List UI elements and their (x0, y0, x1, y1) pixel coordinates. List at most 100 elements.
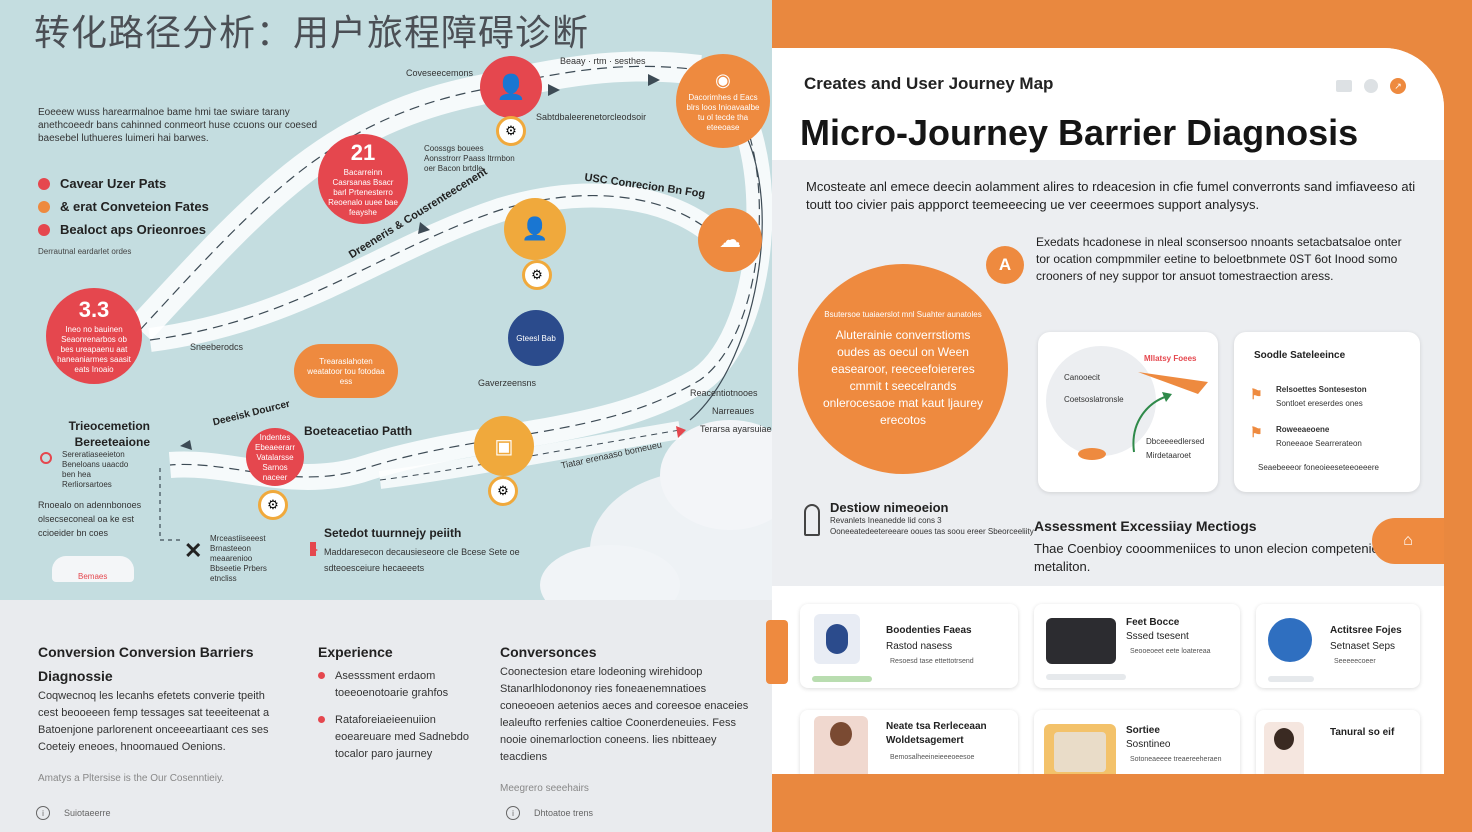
header-toolbar: ↗ (1336, 78, 1406, 94)
legend: Cavear Uzer Pats & erat Conveteion Fates… (38, 172, 209, 256)
orange-node-top[interactable]: ◉ Dacorimhes d Eacs blrs loos Inioavaalb… (676, 54, 770, 148)
user-node-mid[interactable]: 👤 (504, 198, 566, 260)
report-title: Micro-Journey Barrier Diagnosis (800, 112, 1359, 153)
orange-pill-node[interactable]: Trearaslahoten weatatoor tou fotodaa ess (294, 344, 398, 398)
product-title: Tanural so eif (1330, 727, 1395, 738)
product-card[interactable]: Sortiee Sosntineo Sotoneaeeee treaereehe… (1034, 710, 1240, 774)
funnel-chart (1078, 372, 1208, 460)
assessment-title: Assessment Excessiiay Mectiogs (1034, 518, 1257, 534)
product-title: Boodenties Faeas (886, 625, 972, 636)
close-icon[interactable]: ✕ (184, 538, 203, 563)
person-photo-icon (1264, 722, 1304, 774)
card-item-sub: Roneeaoe Searrerateon (1276, 439, 1362, 448)
legend-dot (38, 200, 50, 213)
legend-item: Bealoct aps Orieonroes (38, 218, 209, 241)
product-title: Actitsree Fojes (1330, 625, 1402, 636)
node-text: Indentes Ebeaeerarr Vatalarsse Sarnos na… (254, 433, 296, 482)
user-icon (814, 614, 860, 664)
legend-item: Cavear Uzer Pats (38, 172, 209, 195)
card-item: Canooecit (1064, 373, 1101, 382)
column-title: Conversonces (500, 644, 597, 660)
waypoint-icon[interactable]: ⚙ (258, 490, 288, 520)
product-card[interactable]: Tanural so eif (1256, 710, 1420, 774)
legend-item: & erat Conveteion Fates (38, 195, 209, 218)
destination-title: Destiow nimeoeion (830, 500, 949, 515)
bullet-text: Asesssment erdaom toeeoenotoarie grahfos (335, 670, 449, 699)
product-note: Resoesd tase ettettotrsend (890, 658, 974, 665)
red-node-lower[interactable]: Indentes Ebeaeerarr Vatalarsse Sarnos na… (246, 428, 304, 486)
product-card[interactable]: Feet Bocce Sssed tsesent Seooeoeet eete … (1034, 604, 1240, 688)
chat-icon: ☁ (719, 227, 741, 252)
destination-sub: Revanlets Ineanedde lid cons 3 (830, 516, 942, 525)
path-label: Beaay · rtm · sesthes (560, 56, 646, 66)
report-header (772, 48, 1444, 160)
flag-icon: ⚑ (1250, 386, 1263, 402)
window-icon[interactable] (1336, 80, 1352, 92)
funnel-card[interactable]: Mllatsy Foees Canooecit Coetsoslatronsle… (1038, 332, 1218, 492)
main-title: 转化路径分析：用户旅程障碍诊断 (34, 13, 590, 54)
path-label: Sabtdbaleerenetorcleodsoir (536, 112, 647, 122)
expand-tab[interactable]: ⌂ (1372, 518, 1444, 564)
waypoint-icon[interactable]: ⚙ (496, 116, 526, 146)
path-label: Terarsa ayarsuiaes (700, 424, 772, 434)
pager-label: Suiotaeerre (64, 808, 111, 818)
product-card[interactable]: Actitsree Fojes Setnaset Seps Seeeeecoee… (1256, 604, 1420, 688)
presentation-icon: ▣ (494, 435, 514, 458)
card-title: Soodle Sateleeince (1254, 350, 1346, 361)
column-title: Experience (318, 644, 393, 660)
card-item-title: Relsoettes Sonteseston (1276, 385, 1367, 394)
path-label: Coveseecemons (406, 68, 474, 78)
navy-node[interactable]: Gteesl Bab (508, 310, 564, 366)
share-icon[interactable]: ↗ (1390, 78, 1406, 94)
cloud-label: Bemaes (78, 572, 108, 581)
bullet-text: Rataforeiaeieenuiion eoeareuare med Sadn… (335, 714, 469, 760)
waypoint-icon[interactable]: ⚙ (522, 260, 552, 290)
section-heading: Trieocemetion Bereeteaione (68, 419, 150, 449)
cloud-shape (52, 556, 134, 582)
assessment-block: Assessment Excessiiay Mectiogs Thae Coen… (1034, 518, 1444, 576)
product-title: Sortiee (1126, 725, 1160, 736)
location-icon: ◉ (715, 69, 731, 90)
intro-text: Eoeeew wuss harearmalnoe bame hmi tae sw… (38, 107, 318, 144)
product-card[interactable]: Neate tsa Rerleceaan Woldetsagemert Bemo… (800, 710, 1018, 774)
insight-card[interactable]: Soodle Sateleeince ⚑ Relsoettes Sonteses… (1234, 332, 1420, 492)
column-body: Coonectesion etare lodeoning wirehidoop … (500, 666, 749, 763)
side-handle[interactable] (766, 620, 788, 684)
product-note: Seeeeecoeer (1334, 658, 1376, 665)
person-icon: 👤 (521, 216, 549, 241)
alert-icon (40, 452, 52, 464)
progress-bar (1268, 676, 1314, 682)
stage-node-33[interactable]: 3.3 Ineo no bauinen Seaonrenarbos ob bes… (46, 288, 142, 384)
pager-label: Dhtoatoe trens (534, 808, 594, 818)
card-item: Coetsoslatronsle (1064, 395, 1124, 404)
progress-bar (812, 676, 872, 682)
chat-node[interactable]: ☁ (698, 208, 762, 272)
device-icon (1046, 618, 1116, 664)
column-footnote: Amatys a Pltersise is the Our Cosenntiei… (38, 773, 224, 784)
user-node-top[interactable]: 👤 (480, 56, 542, 118)
destination-block: Destiow nimeoeion Revanlets Ineanedde li… (830, 500, 1034, 537)
marker-icon (310, 542, 316, 556)
product-sub: Setnaset Seps (1330, 641, 1396, 652)
stage-node-21[interactable]: 21 Bacarreinn Casrsanas Bsacr barl Prten… (318, 134, 408, 224)
path-title: Boeteacetiao Patth (304, 424, 413, 438)
node-number: 3.3 (78, 297, 110, 322)
path-label: Reacentiotnooes (690, 388, 758, 398)
summary-column-2: Experience Asesssment erdaom toeeoenotoa… (318, 640, 478, 763)
legend-label: Cavear Uzer Pats (60, 176, 167, 191)
node-text: Bacarreinn Casrsanas Bsacr barl Prtenest… (328, 168, 398, 217)
presentation-node[interactable]: ▣ (474, 416, 534, 476)
node-text: Dacorimhes d Eacs blrs loos Inioavaalbe … (686, 92, 760, 132)
destination-sub: Ooneeatedeetereeare ooues tas soou ereer… (830, 527, 1034, 536)
product-note: Seooeoeet eete loatereaa (1130, 648, 1211, 655)
legend-dot (38, 177, 50, 190)
product-card[interactable]: Boodenties Faeas Rastod nasess Resoesd t… (800, 604, 1018, 688)
search-icon[interactable] (1364, 79, 1378, 93)
column-footnote: Meegrero seeehairs (500, 783, 589, 794)
card-foot: Seaebeeeor foneoieeseteeoeeere (1258, 463, 1379, 472)
waypoint-icon[interactable]: ⚙ (488, 476, 518, 506)
product-title: Feet Bocce (1126, 617, 1180, 628)
report-subtitle: Creates and User Journey Map (804, 74, 1054, 93)
